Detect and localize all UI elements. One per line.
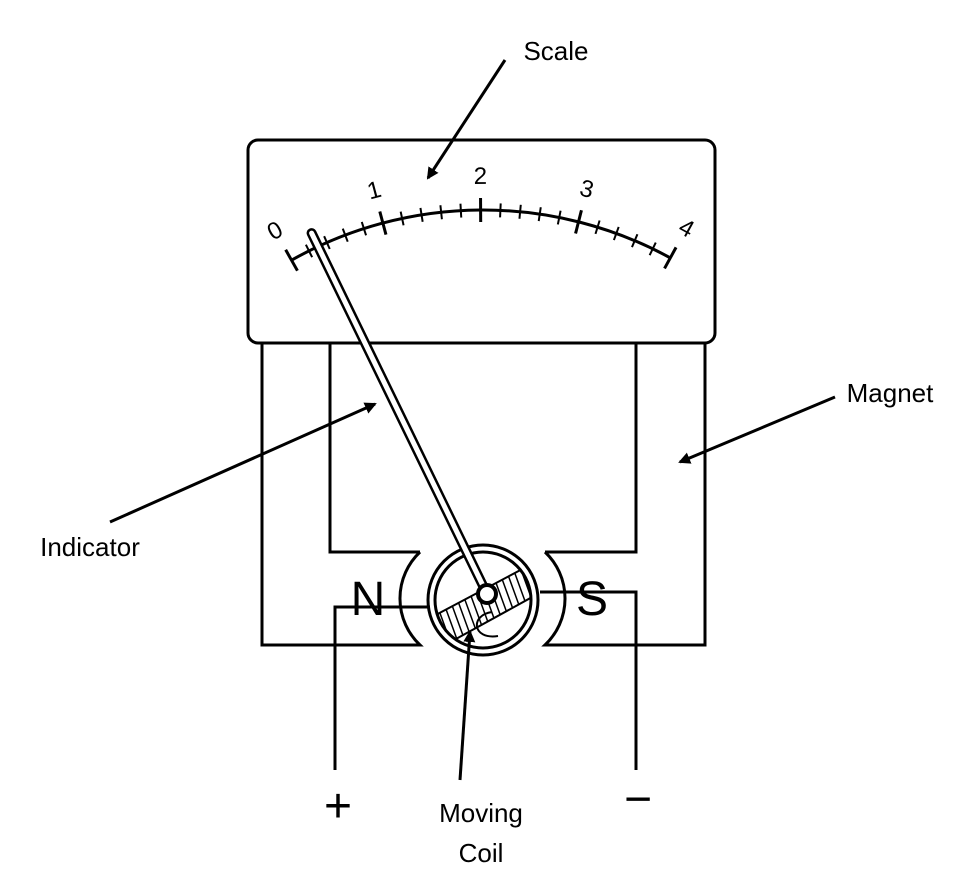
minor-tick: [537, 207, 542, 222]
moving-coil-arrow: [458, 630, 476, 781]
positive-lead: [333, 605, 430, 770]
magnet-arrow: [678, 395, 836, 464]
moving-coil-label-line2: Coil: [459, 838, 504, 868]
minor-tick: [648, 242, 657, 256]
indicator-arrow: [109, 402, 377, 524]
minor-tick: [341, 228, 349, 243]
scale-tick-label: 1: [364, 176, 384, 206]
north-pole-label: N: [351, 573, 386, 626]
major-tick: [663, 246, 678, 270]
major-tick: [284, 249, 299, 272]
minor-tick: [304, 244, 314, 258]
magnet-inner: [328, 343, 638, 554]
south-pole-label: S: [576, 573, 608, 626]
minor-tick: [612, 226, 620, 241]
coil-spring: [475, 611, 499, 638]
magnet-label: Magnet: [847, 378, 934, 408]
indicator-label: Indicator: [40, 532, 140, 562]
moving-coil-label-line1: Moving: [439, 798, 523, 828]
major-tick: [574, 209, 583, 234]
minor-tick: [631, 233, 639, 248]
negative-terminal-label: −: [624, 773, 652, 826]
minor-tick: [499, 203, 502, 218]
minor-tick: [439, 205, 443, 220]
positive-terminal-label: +: [324, 780, 352, 833]
minor-tick: [594, 220, 601, 235]
minor-tick: [323, 235, 331, 250]
negative-lead: [540, 590, 638, 770]
scale-tick-label: 2: [474, 163, 488, 190]
scale-label: Scale: [523, 36, 588, 66]
indicator-needle: [306, 228, 492, 599]
scale-tick-label: 3: [577, 175, 597, 204]
meter-face: [246, 138, 717, 345]
scale-tick-labels: 0 1 2 3 4: [263, 163, 699, 246]
scale-ticks: [284, 197, 678, 272]
needle-pivot: [476, 583, 498, 605]
minor-tick: [419, 207, 424, 222]
scale-arrow: [426, 59, 507, 180]
scale-tick-label: 0: [263, 216, 288, 246]
magnet-outer: [260, 343, 707, 647]
minor-tick: [556, 210, 562, 225]
coil-housing: [426, 543, 540, 657]
scale-tick-label: 4: [674, 213, 699, 243]
minor-tick: [518, 204, 522, 219]
minor-tick: [459, 203, 463, 218]
minor-tick: [360, 221, 367, 236]
major-tick: [378, 211, 388, 236]
moving-coil: [433, 550, 533, 650]
minor-tick: [399, 211, 405, 226]
